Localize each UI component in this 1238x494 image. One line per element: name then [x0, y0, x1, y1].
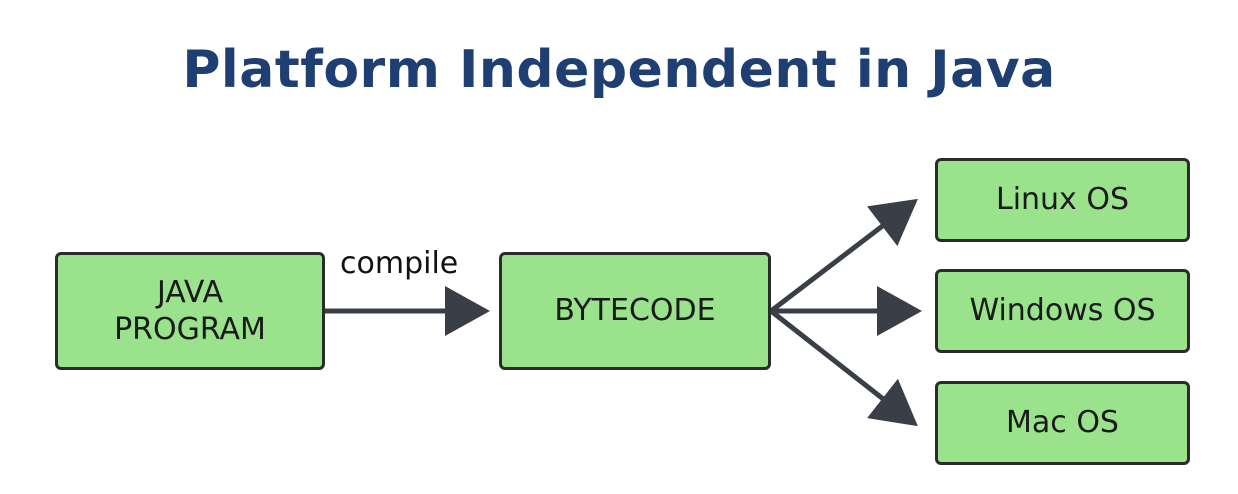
java-program-line1: JAVA	[156, 274, 224, 310]
bytecode-label: BYTECODE	[554, 293, 716, 329]
windows-os-box: Windows OS	[935, 269, 1190, 353]
java-program-box: JAVA PROGRAM	[55, 252, 325, 370]
mac-os-box: Mac OS	[935, 381, 1190, 465]
windows-os-label: Windows OS	[969, 293, 1156, 329]
compile-label: compile	[340, 246, 459, 281]
linux-os-box: Linux OS	[935, 158, 1190, 242]
arrow-to-linux	[769, 198, 918, 313]
bytecode-box: BYTECODE	[499, 252, 771, 370]
linux-os-label: Linux OS	[995, 182, 1130, 218]
diagram-title: Platform Independent in Java	[182, 40, 1056, 100]
arrow-to-mac	[769, 309, 918, 427]
mac-os-label: Mac OS	[1006, 405, 1119, 441]
java-program-line2: PROGRAM	[114, 312, 266, 347]
